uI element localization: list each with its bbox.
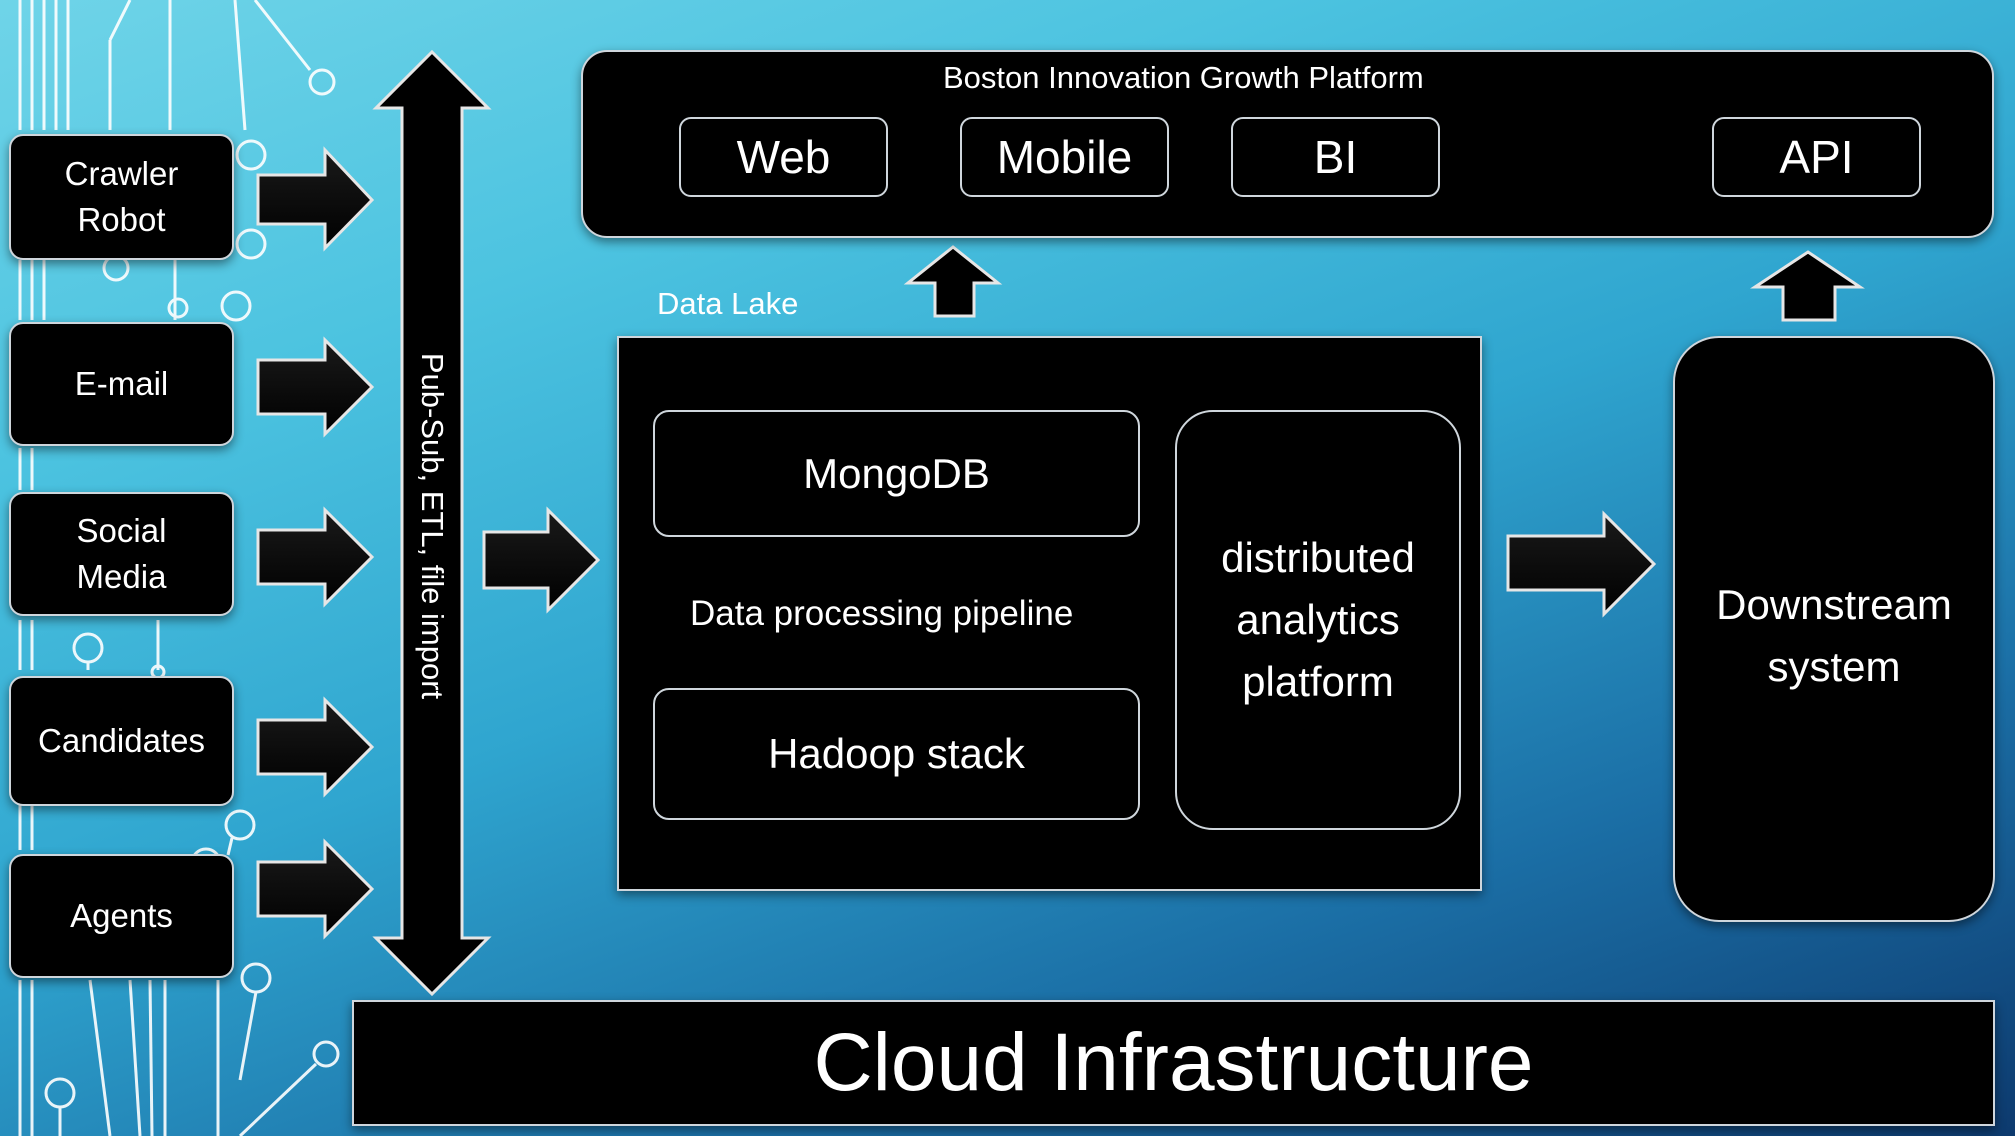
arrow-email [256, 336, 375, 438]
data-lake-label: Data Lake [657, 286, 799, 321]
analytics-box: distributed analytics platform [1175, 410, 1461, 830]
bi-button[interactable]: BI [1231, 117, 1440, 197]
source-label: Candidates [38, 722, 205, 759]
arrow-lake-to-platform [903, 245, 1003, 318]
source-crawler-robot: Crawler Robot [9, 134, 234, 260]
arrow-social [256, 506, 375, 608]
api-button[interactable]: API [1712, 117, 1921, 197]
bus-label: Pub-Sub, ETL, file import [415, 352, 450, 700]
downstream-label: Downstream system [1716, 581, 1952, 690]
arrow-downstream-to-platform [1750, 250, 1865, 322]
mongodb-box: MongoDB [653, 410, 1140, 537]
cloud-infrastructure-bar: Cloud Infrastructure [352, 1000, 1995, 1126]
circuit-decoration [18, 0, 340, 1136]
arrow-crawler [256, 146, 375, 252]
analytics-label: distributed analytics platform [1221, 534, 1415, 705]
source-candidates: Candidates [9, 676, 234, 806]
web-button[interactable]: Web [679, 117, 888, 197]
arrow-bus-to-lake [482, 506, 601, 614]
downstream-box: Downstream system [1673, 336, 1995, 922]
source-arrows [256, 146, 375, 940]
bus-double-arrow [372, 49, 492, 997]
arrow-candidates [256, 696, 375, 798]
arrow-agents [256, 838, 375, 940]
source-label: Agents [70, 897, 173, 934]
mobile-label: Mobile [996, 131, 1133, 183]
cloud-label: Cloud Infrastructure [813, 1017, 1534, 1108]
web-label: Web [736, 131, 831, 183]
api-label: API [1779, 131, 1854, 183]
mobile-button[interactable]: Mobile [960, 117, 1169, 197]
source-label: E-mail [74, 365, 169, 402]
source-label: Crawler Robot [64, 155, 179, 238]
arrow-lake-to-downstream [1506, 510, 1657, 618]
source-social-media: Social Media [9, 492, 234, 616]
source-agents: Agents [9, 854, 234, 978]
source-label: Social Media [76, 512, 167, 595]
hadoop-box: Hadoop stack [653, 688, 1140, 820]
bi-label: BI [1313, 131, 1358, 183]
platform-title: Boston Innovation Growth Platform [943, 60, 1424, 95]
source-email: E-mail [9, 322, 234, 446]
hadoop-label: Hadoop stack [768, 730, 1025, 777]
pipeline-label: Data processing pipeline [690, 594, 1074, 633]
mongodb-label: MongoDB [803, 449, 990, 497]
